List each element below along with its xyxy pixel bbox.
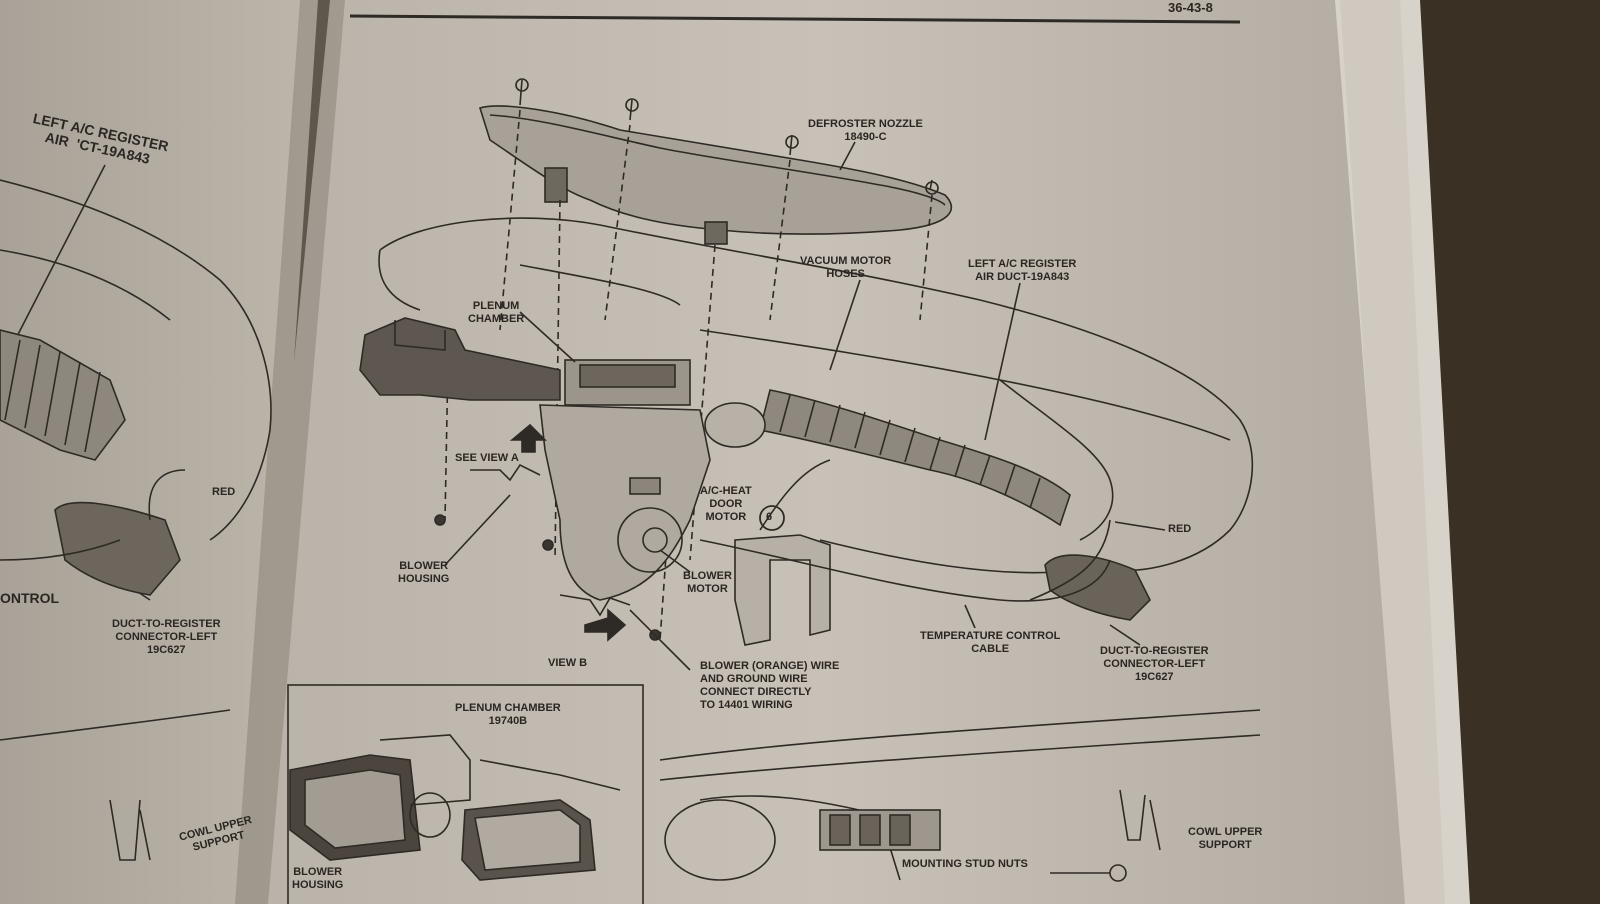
- instrument-panel: [378, 217, 1254, 574]
- label-red-left: RED: [212, 486, 236, 498]
- label-duct-to-register-right: DUCT-TO-REGISTER CONNECTOR-LEFT 19C627: [1100, 645, 1209, 683]
- duct-connector-right: [1029, 519, 1151, 621]
- callout-circle: [759, 505, 785, 531]
- label-temperature-control-cable: TEMPERATURE CONTROL CABLE: [920, 630, 1061, 655]
- label-duct-to-register-left: DUCT-TO-REGISTER CONNECTOR-LEFT 19C627: [112, 618, 221, 656]
- defroster-nozzle: [478, 78, 953, 245]
- label-plenum-chamber-inset: PLENUM CHAMBER 19740B: [455, 702, 561, 727]
- label-plenum-chamber: PLENUM CHAMBER: [468, 300, 525, 325]
- page-number: 36-43-8: [1168, 0, 1213, 15]
- label-ac-heat-door-motor: A/C-HEAT DOOR MOTOR: [700, 485, 752, 523]
- left-page-drawing: [0, 179, 272, 861]
- flexible-hose: [704, 389, 1071, 527]
- inset-plenum: [287, 684, 644, 904]
- label-cowl-upper-support-right: COWL UPPER SUPPORT: [1188, 826, 1263, 851]
- label-defroster-nozzle: DEFROSTER NOZZLE 18490-C: [808, 118, 923, 143]
- label-vacuum-motor-hoses: VACUUM MOTOR HOSES: [800, 255, 892, 280]
- bottom-right-drawing: [659, 709, 1261, 882]
- label-blower-housing: BLOWER HOUSING: [398, 560, 450, 585]
- label-left-ac-register-right: LEFT A/C REGISTER AIR DUCT-19A843: [968, 258, 1077, 283]
- label-view-b: VIEW B: [548, 657, 588, 669]
- label-mounting-stud-nuts: MOUNTING STUD NUTS: [902, 858, 1028, 870]
- label-see-view-a: SEE VIEW A: [455, 452, 519, 464]
- label-callout-number: 6: [766, 511, 773, 523]
- mounting-bracket: [734, 534, 831, 646]
- right-page: [240, 0, 1405, 904]
- leader-lines: [9, 141, 1166, 671]
- label-blower-motor: BLOWER MOTOR: [683, 570, 732, 595]
- label-control-left: ONTROL: [0, 590, 60, 606]
- label-red-right: RED: [1168, 523, 1192, 535]
- left-page: [0, 0, 318, 904]
- label-blower-housing-inset: BLOWER HOUSING: [292, 866, 344, 891]
- plenum-duct: [359, 317, 691, 406]
- temperature-cable: [699, 539, 1111, 602]
- label-blower-wire-note: BLOWER (ORANGE) WIRE AND GROUND WIRE CON…: [700, 660, 840, 711]
- blower-housing: [539, 404, 711, 601]
- inset-plenum-drawing: [289, 734, 621, 881]
